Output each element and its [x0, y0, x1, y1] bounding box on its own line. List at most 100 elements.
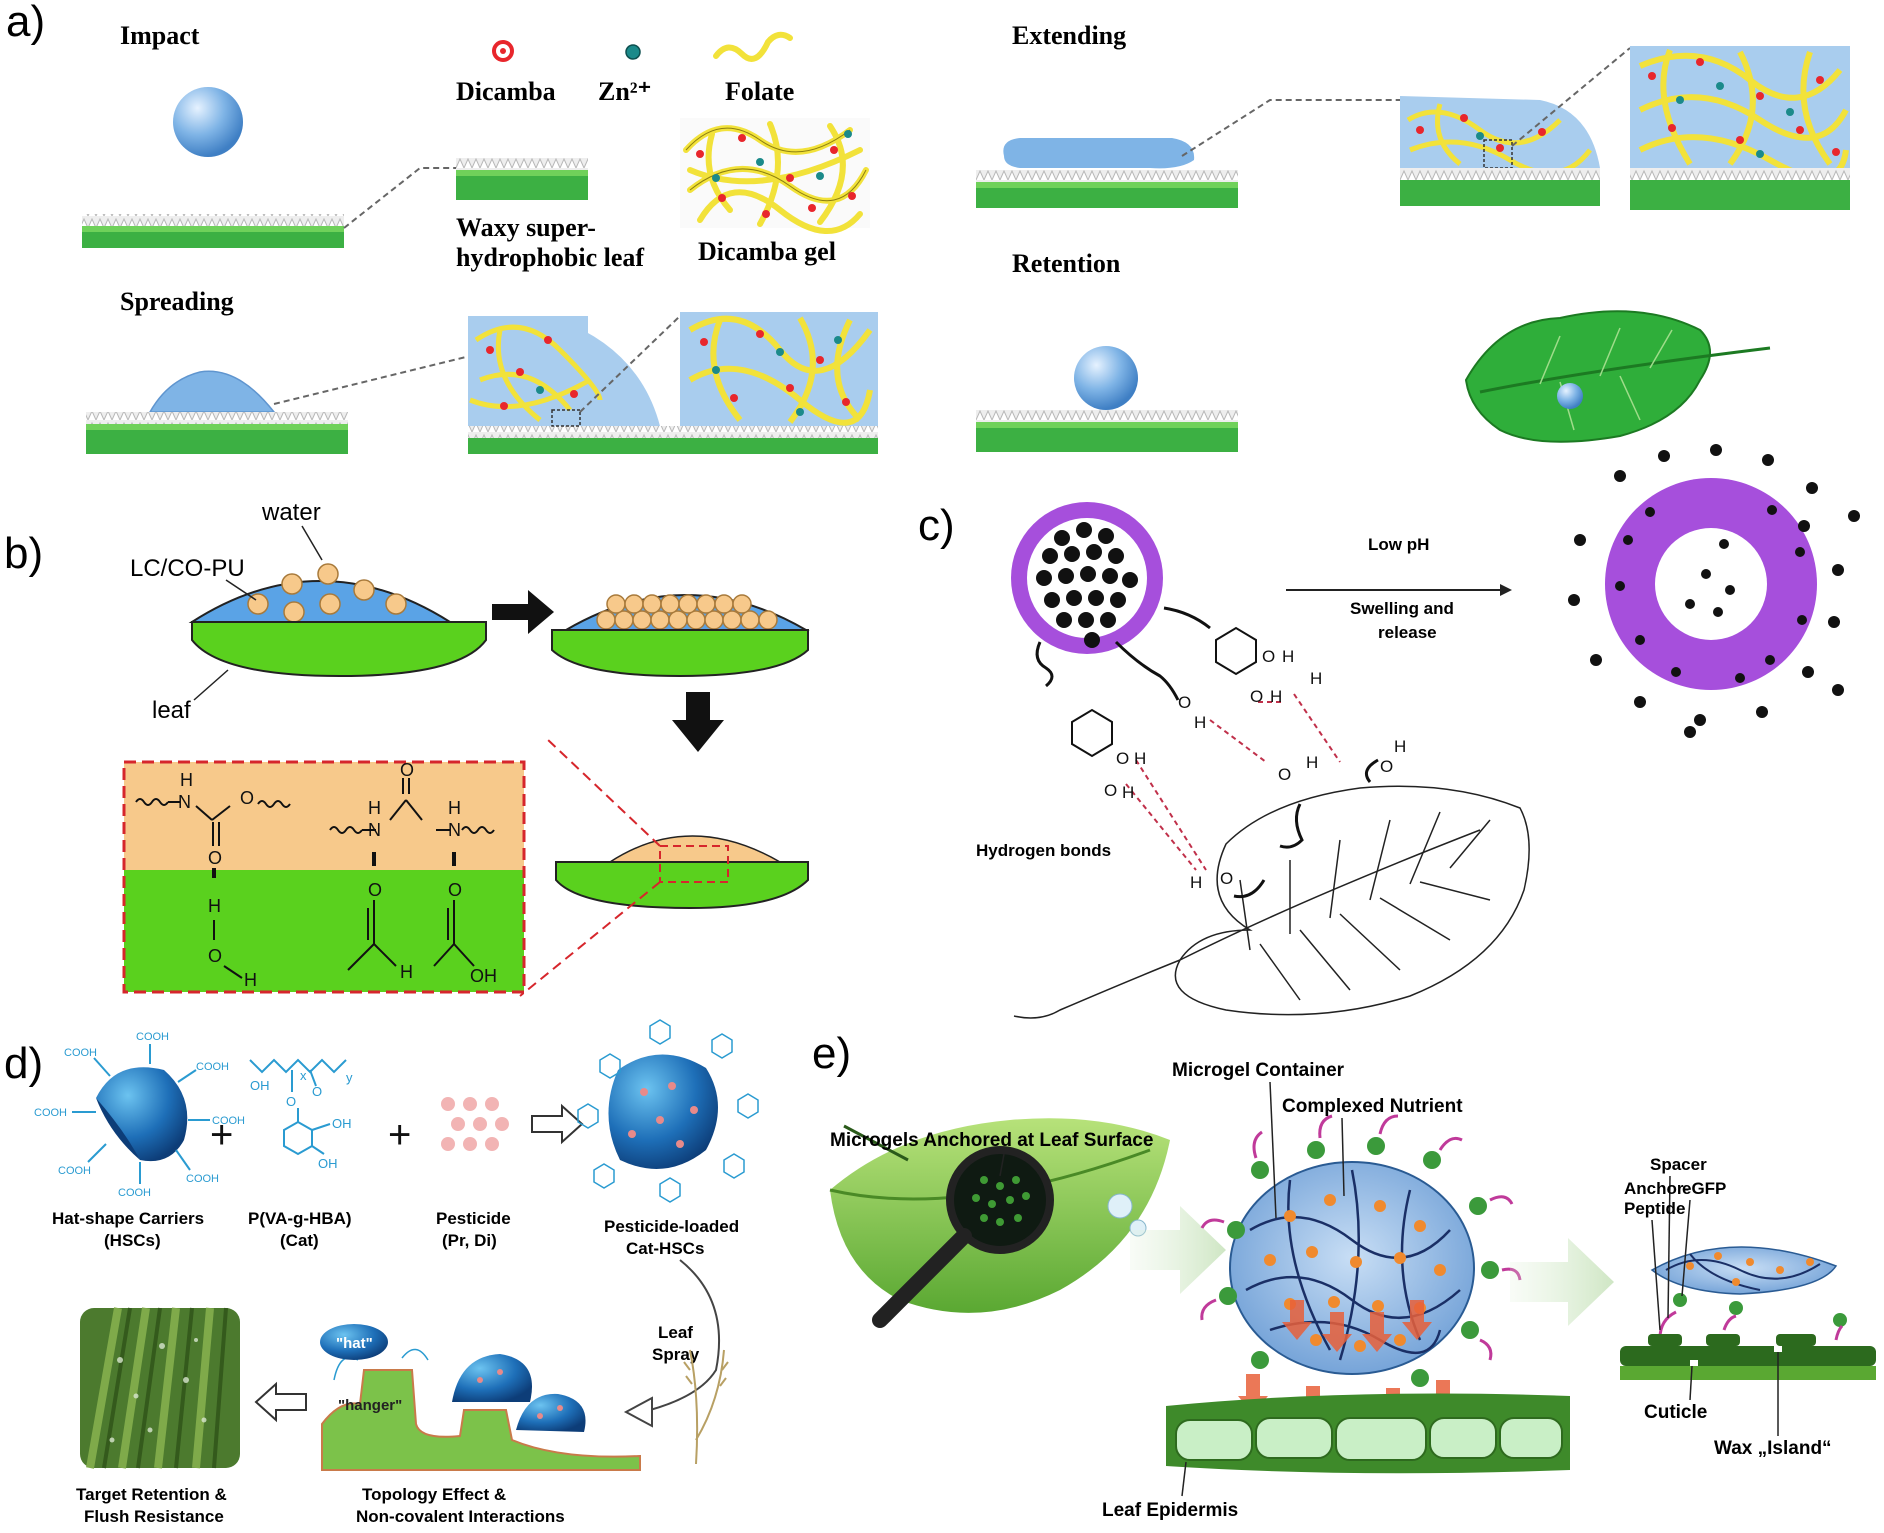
packed-particles	[596, 594, 778, 630]
container-label: Microgel Container	[1172, 1060, 1345, 1081]
encapsulated-cargo	[1036, 522, 1138, 648]
container-pointer	[1269, 1081, 1277, 1219]
panel-label-e: e)	[812, 1029, 851, 1078]
transition-arrow	[1510, 1238, 1614, 1326]
atom-h: H	[1190, 873, 1202, 892]
panel-e: e) Microgels Anchored at Leaf Surface	[812, 1029, 1876, 1521]
leaf-zoom-surface	[456, 158, 588, 200]
zinc-icon	[625, 44, 641, 60]
atom-h: H	[1134, 749, 1146, 768]
atom-h: H	[1394, 737, 1406, 756]
loaded-line1: Pesticide-loaded	[604, 1217, 739, 1236]
extending-droplet	[1003, 138, 1195, 169]
atom-h: H	[1282, 647, 1294, 666]
panel-label-a: a)	[6, 0, 45, 46]
spacer-pointer	[1667, 1175, 1671, 1319]
gel-label: Dicamba gel	[698, 237, 836, 266]
panel-a: a) Impact Spreading Extending Retention …	[6, 0, 1850, 454]
low-ph-label: Low pH	[1368, 535, 1429, 554]
atom-n: N	[448, 820, 461, 840]
arrow-right-icon	[492, 590, 554, 634]
zoom-line	[273, 355, 471, 405]
retention-line1: Target Retention &	[76, 1485, 227, 1504]
cooh-label: COOH	[196, 1061, 229, 1073]
hanger-label: "hanger"	[338, 1397, 402, 1414]
atom-h: H	[1310, 669, 1322, 688]
arrow-down-icon	[672, 692, 724, 752]
curved-arrow	[649, 1259, 720, 1411]
leaf-shape	[191, 621, 487, 678]
hat-carriers-line2: (HSCs)	[104, 1231, 161, 1250]
retention-leaf-surface	[976, 410, 1238, 452]
atom-o: O	[400, 760, 414, 780]
zoom-line	[1181, 99, 1400, 157]
cooh-label: COOH	[212, 1115, 245, 1127]
atom-oh: OH	[332, 1116, 352, 1131]
nutrient-pointer	[1341, 1117, 1345, 1197]
hbond-atom-labels: O H O H H O H O H O H O H O H H O	[1104, 647, 1406, 892]
polymer-line1: P(VA-g-HBA)	[248, 1209, 352, 1228]
panel-label-b: b)	[4, 529, 43, 578]
water-label: water	[261, 499, 321, 526]
leaf-label: leaf	[152, 697, 191, 724]
atom-o: O	[208, 946, 222, 966]
atom-n: N	[178, 792, 191, 812]
leaf-outline-illustration	[1013, 785, 1530, 1019]
wax-island-label: Wax „Island“	[1714, 1438, 1832, 1459]
hat-label: "hat"	[336, 1335, 373, 1352]
swelling-label-line2: release	[1378, 623, 1437, 642]
stage-label-spreading: Spreading	[120, 287, 234, 316]
anchor-peptides	[1200, 1114, 1522, 1387]
impact-leaf-surface	[82, 214, 344, 248]
extending-zoom-detail	[1630, 46, 1850, 210]
spreading-leaf-surface	[86, 412, 348, 454]
rice-plant-icon	[683, 1349, 729, 1465]
hollow-arrow-icon	[531, 1103, 584, 1145]
atom-o: O	[1220, 869, 1233, 888]
atom-o: O	[240, 788, 254, 808]
spray-line1: Leaf	[658, 1323, 693, 1342]
arrow-head-icon	[1500, 584, 1512, 596]
zoom-line	[579, 315, 681, 413]
atom-h: H	[1122, 783, 1134, 802]
leaf-label-line1: Waxy super-	[456, 213, 596, 242]
leaf-epidermis	[1166, 1393, 1570, 1474]
epidermis-pointer	[1181, 1461, 1187, 1497]
panel-b: b) water LC/CO-PU leaf	[4, 499, 810, 997]
rice-leaf-photo	[80, 1307, 240, 1469]
legend-dicamba: Dicamba	[456, 77, 556, 106]
epidermis-label: Leaf Epidermis	[1102, 1500, 1238, 1521]
spreading-droplet	[148, 370, 276, 413]
anchor-pointer	[1651, 1219, 1661, 1331]
cooh-label: COOH	[64, 1047, 97, 1059]
cooh-labels: COOH COOH COOH COOH COOH COOH COOH COOH	[34, 1031, 245, 1199]
topology-line2: Non-covalent Interactions	[356, 1507, 565, 1526]
stage-label-retention: Retention	[1012, 249, 1121, 278]
atom-o: O	[368, 880, 382, 900]
swollen-particle-core	[1655, 528, 1767, 640]
cooh-label: COOH	[136, 1031, 169, 1043]
retention-droplet	[1074, 346, 1138, 410]
plus-sign: +	[388, 1113, 411, 1157]
catechol-ring	[1071, 626, 1257, 758]
lc-co-pu-label: LC/CO-PU	[130, 555, 245, 582]
atom-oh: OH	[470, 966, 497, 986]
cuticle-pointer	[1689, 1365, 1693, 1401]
zoom-line	[343, 167, 456, 229]
stage-label-impact: Impact	[120, 21, 200, 50]
pesticide-line2: (Pr, Di)	[442, 1231, 497, 1250]
cuticle-label: Cuticle	[1644, 1402, 1707, 1423]
leaf-surface-topology	[320, 1324, 641, 1471]
anchor-label-line2: Peptide	[1624, 1199, 1685, 1218]
panel-label-d: d)	[4, 1039, 43, 1088]
cooh-label: COOH	[186, 1173, 219, 1185]
hydrogen-bond-lines	[1125, 693, 1341, 871]
atom-h: H	[180, 770, 193, 790]
pesticide-dots	[441, 1097, 509, 1151]
leaf-shape	[551, 629, 809, 678]
green-leaf-with-lens	[829, 1118, 1170, 1328]
pesticide-line1: Pesticide	[436, 1209, 511, 1228]
legend-zinc: Zn²⁺	[598, 77, 651, 106]
spreading-zoom-detail	[680, 312, 878, 454]
